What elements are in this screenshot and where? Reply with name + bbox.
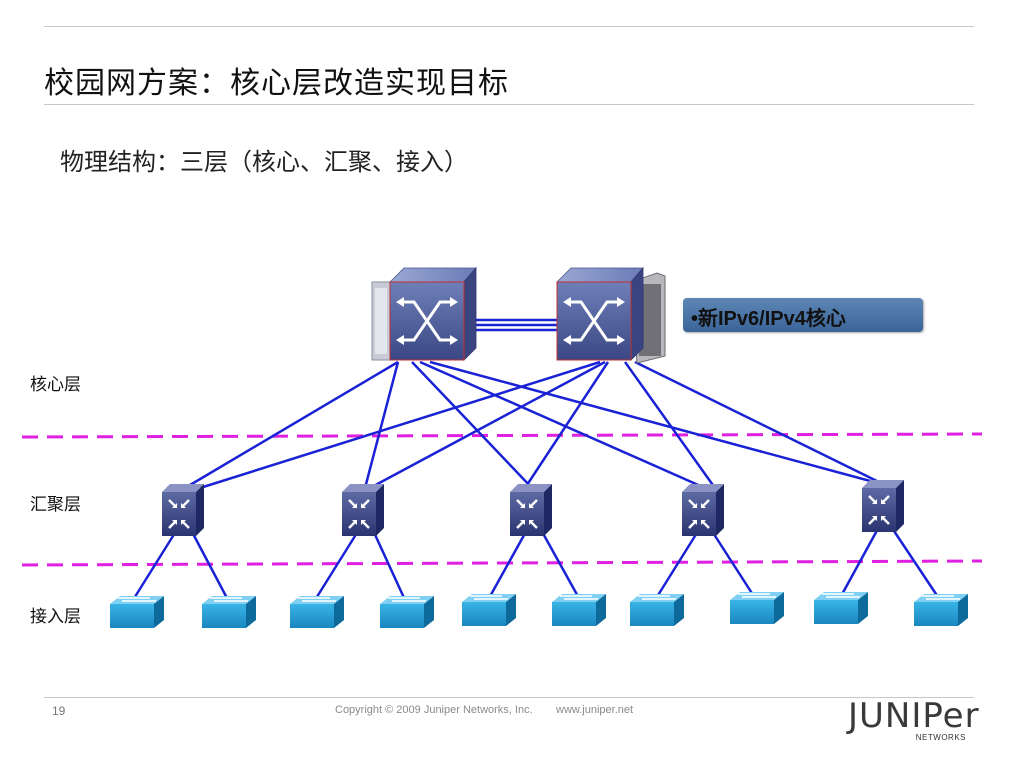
- core-switch-2: [556, 266, 666, 364]
- footer-url: www.juniper.net: [556, 704, 634, 716]
- core-aggregation-links: [184, 360, 886, 490]
- aggregation-access-divider: [21, 559, 983, 567]
- footer-rule: [44, 697, 974, 698]
- access-switch: [380, 596, 434, 628]
- logo-subtext: NETWORKS: [915, 733, 966, 742]
- juniper-logo: JUNIPer NETWORKS: [848, 696, 979, 746]
- access-switches: [110, 592, 968, 628]
- access-switch: [462, 594, 516, 626]
- access-switch: [914, 594, 968, 626]
- access-switch: [110, 596, 164, 628]
- ipv6-core-callout: •新IPv6/IPv4核心: [683, 298, 923, 332]
- callout-text: •新IPv6/IPv4核心: [691, 308, 846, 330]
- agg-switch-4: [682, 484, 724, 536]
- slide-subtitle: 物理结构：三层（核心、汇聚、接入）: [60, 148, 468, 176]
- agg-switch-3: [510, 484, 552, 536]
- access-switch: [814, 592, 868, 624]
- access-switch: [630, 594, 684, 626]
- access-layer-label: 接入层: [30, 607, 81, 627]
- agg-switch-2: [342, 484, 384, 536]
- core-interconnect-link: [472, 318, 557, 332]
- page-number: 19: [52, 704, 66, 718]
- logo-wordmark: JUNIPer: [848, 696, 980, 736]
- access-switch: [730, 592, 784, 624]
- access-switch: [552, 594, 606, 626]
- aggregation-access-links: [131, 524, 942, 601]
- core-layer-label: 核心层: [30, 375, 81, 395]
- access-switch: [202, 596, 256, 628]
- top-rule: [44, 26, 974, 27]
- core-aggregation-divider: [21, 432, 983, 439]
- core-switch-1: [371, 266, 477, 361]
- aggregation-layer-label: 汇聚层: [30, 495, 81, 515]
- agg-switch-1: [162, 484, 204, 536]
- access-switch: [290, 596, 344, 628]
- agg-switch-5: [862, 480, 904, 532]
- slide-title: 校园网方案：核心层改造实现目标: [44, 66, 509, 101]
- title-underline: [44, 104, 974, 105]
- copyright-text: Copyright © 2009 Juniper Networks, Inc.: [335, 704, 533, 716]
